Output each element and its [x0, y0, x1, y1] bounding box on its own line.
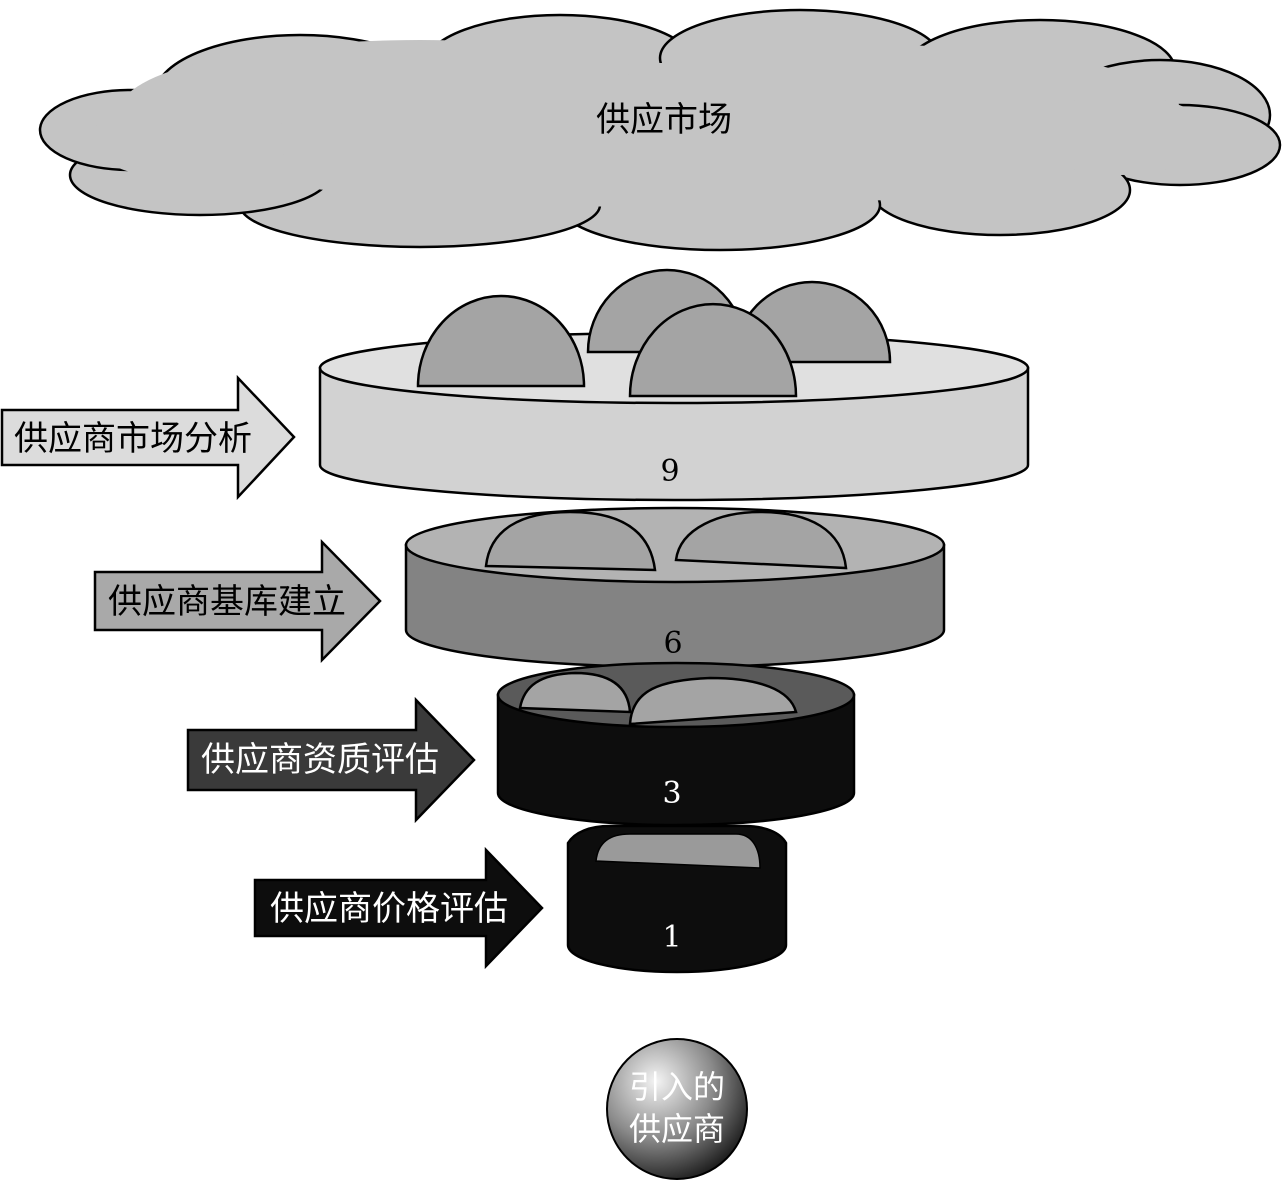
result-ball-shape	[606, 1038, 748, 1180]
cloud-label: 供应市场	[596, 100, 732, 140]
stage-4-count: 1	[662, 920, 681, 955]
funnel-stage-4: 1	[566, 824, 788, 974]
introduced-supplier-ball: 引入的 供应商	[606, 1038, 748, 1180]
arrow-stage-1-label: 供应商市场分析	[14, 419, 252, 459]
arrow-stage-3-label: 供应商资质评估	[201, 740, 439, 780]
stage-3-count: 3	[662, 776, 681, 811]
stage-2-count: 6	[663, 626, 682, 661]
funnel-stage-2: 6	[404, 506, 946, 669]
result-line-2: 供应商	[629, 1110, 725, 1148]
arrow-stage-4-label: 供应商价格评估	[270, 889, 508, 929]
arrow-stage-3: 供应商资质评估	[186, 696, 476, 824]
funnel-stage-3: 3	[496, 661, 856, 827]
funnel-stage-1: 9	[318, 268, 1030, 502]
arrow-stage-3-shape	[186, 696, 476, 824]
stage-1-supplier-domes	[416, 268, 892, 398]
arrow-stage-2: 供应商基库建立	[93, 538, 382, 664]
supply-market-cloud: 供应市场	[38, 8, 1282, 252]
arrow-stage-2-shape	[93, 538, 382, 664]
stage-3-supplier-domes	[518, 671, 798, 726]
stage-2-supplier-domes	[484, 510, 848, 572]
arrow-stage-2-label: 供应商基库建立	[108, 582, 346, 622]
stage-2-top	[404, 506, 946, 584]
stage-4-supplier-dome	[595, 833, 761, 869]
arrow-stage-4-shape	[253, 846, 544, 970]
arrow-stage-1: 供应商市场分析	[0, 374, 296, 501]
arrow-stage-4: 供应商价格评估	[253, 846, 544, 970]
result-line-1: 引入的	[629, 1068, 725, 1106]
arrow-stage-1-shape	[0, 374, 296, 501]
stage-1-count: 9	[660, 454, 679, 489]
stage-1-disc	[318, 366, 1030, 502]
